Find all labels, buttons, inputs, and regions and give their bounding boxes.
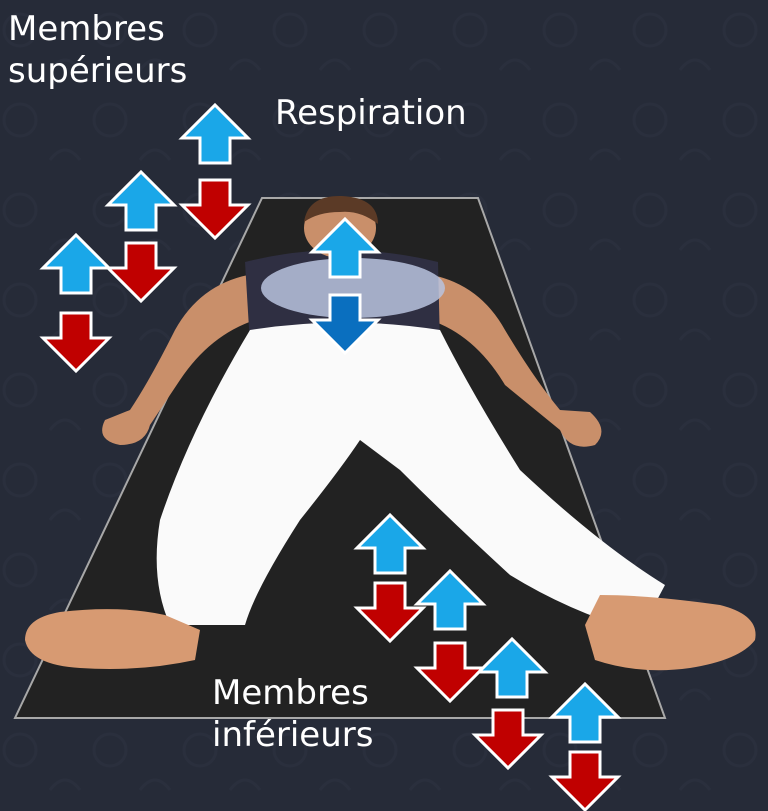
breathing-label: Respiration — [275, 92, 467, 134]
lower-limbs-label-line1: Membres — [212, 672, 373, 714]
lower-limbs-label: Membres inférieurs — [212, 672, 373, 756]
upper-limbs-label: Membres supérieurs — [8, 8, 187, 92]
upper-limbs-label-line1: Membres — [8, 8, 187, 50]
lower-limbs-label-line2: inférieurs — [212, 714, 373, 756]
upper-limbs-label-line2: supérieurs — [8, 50, 187, 92]
